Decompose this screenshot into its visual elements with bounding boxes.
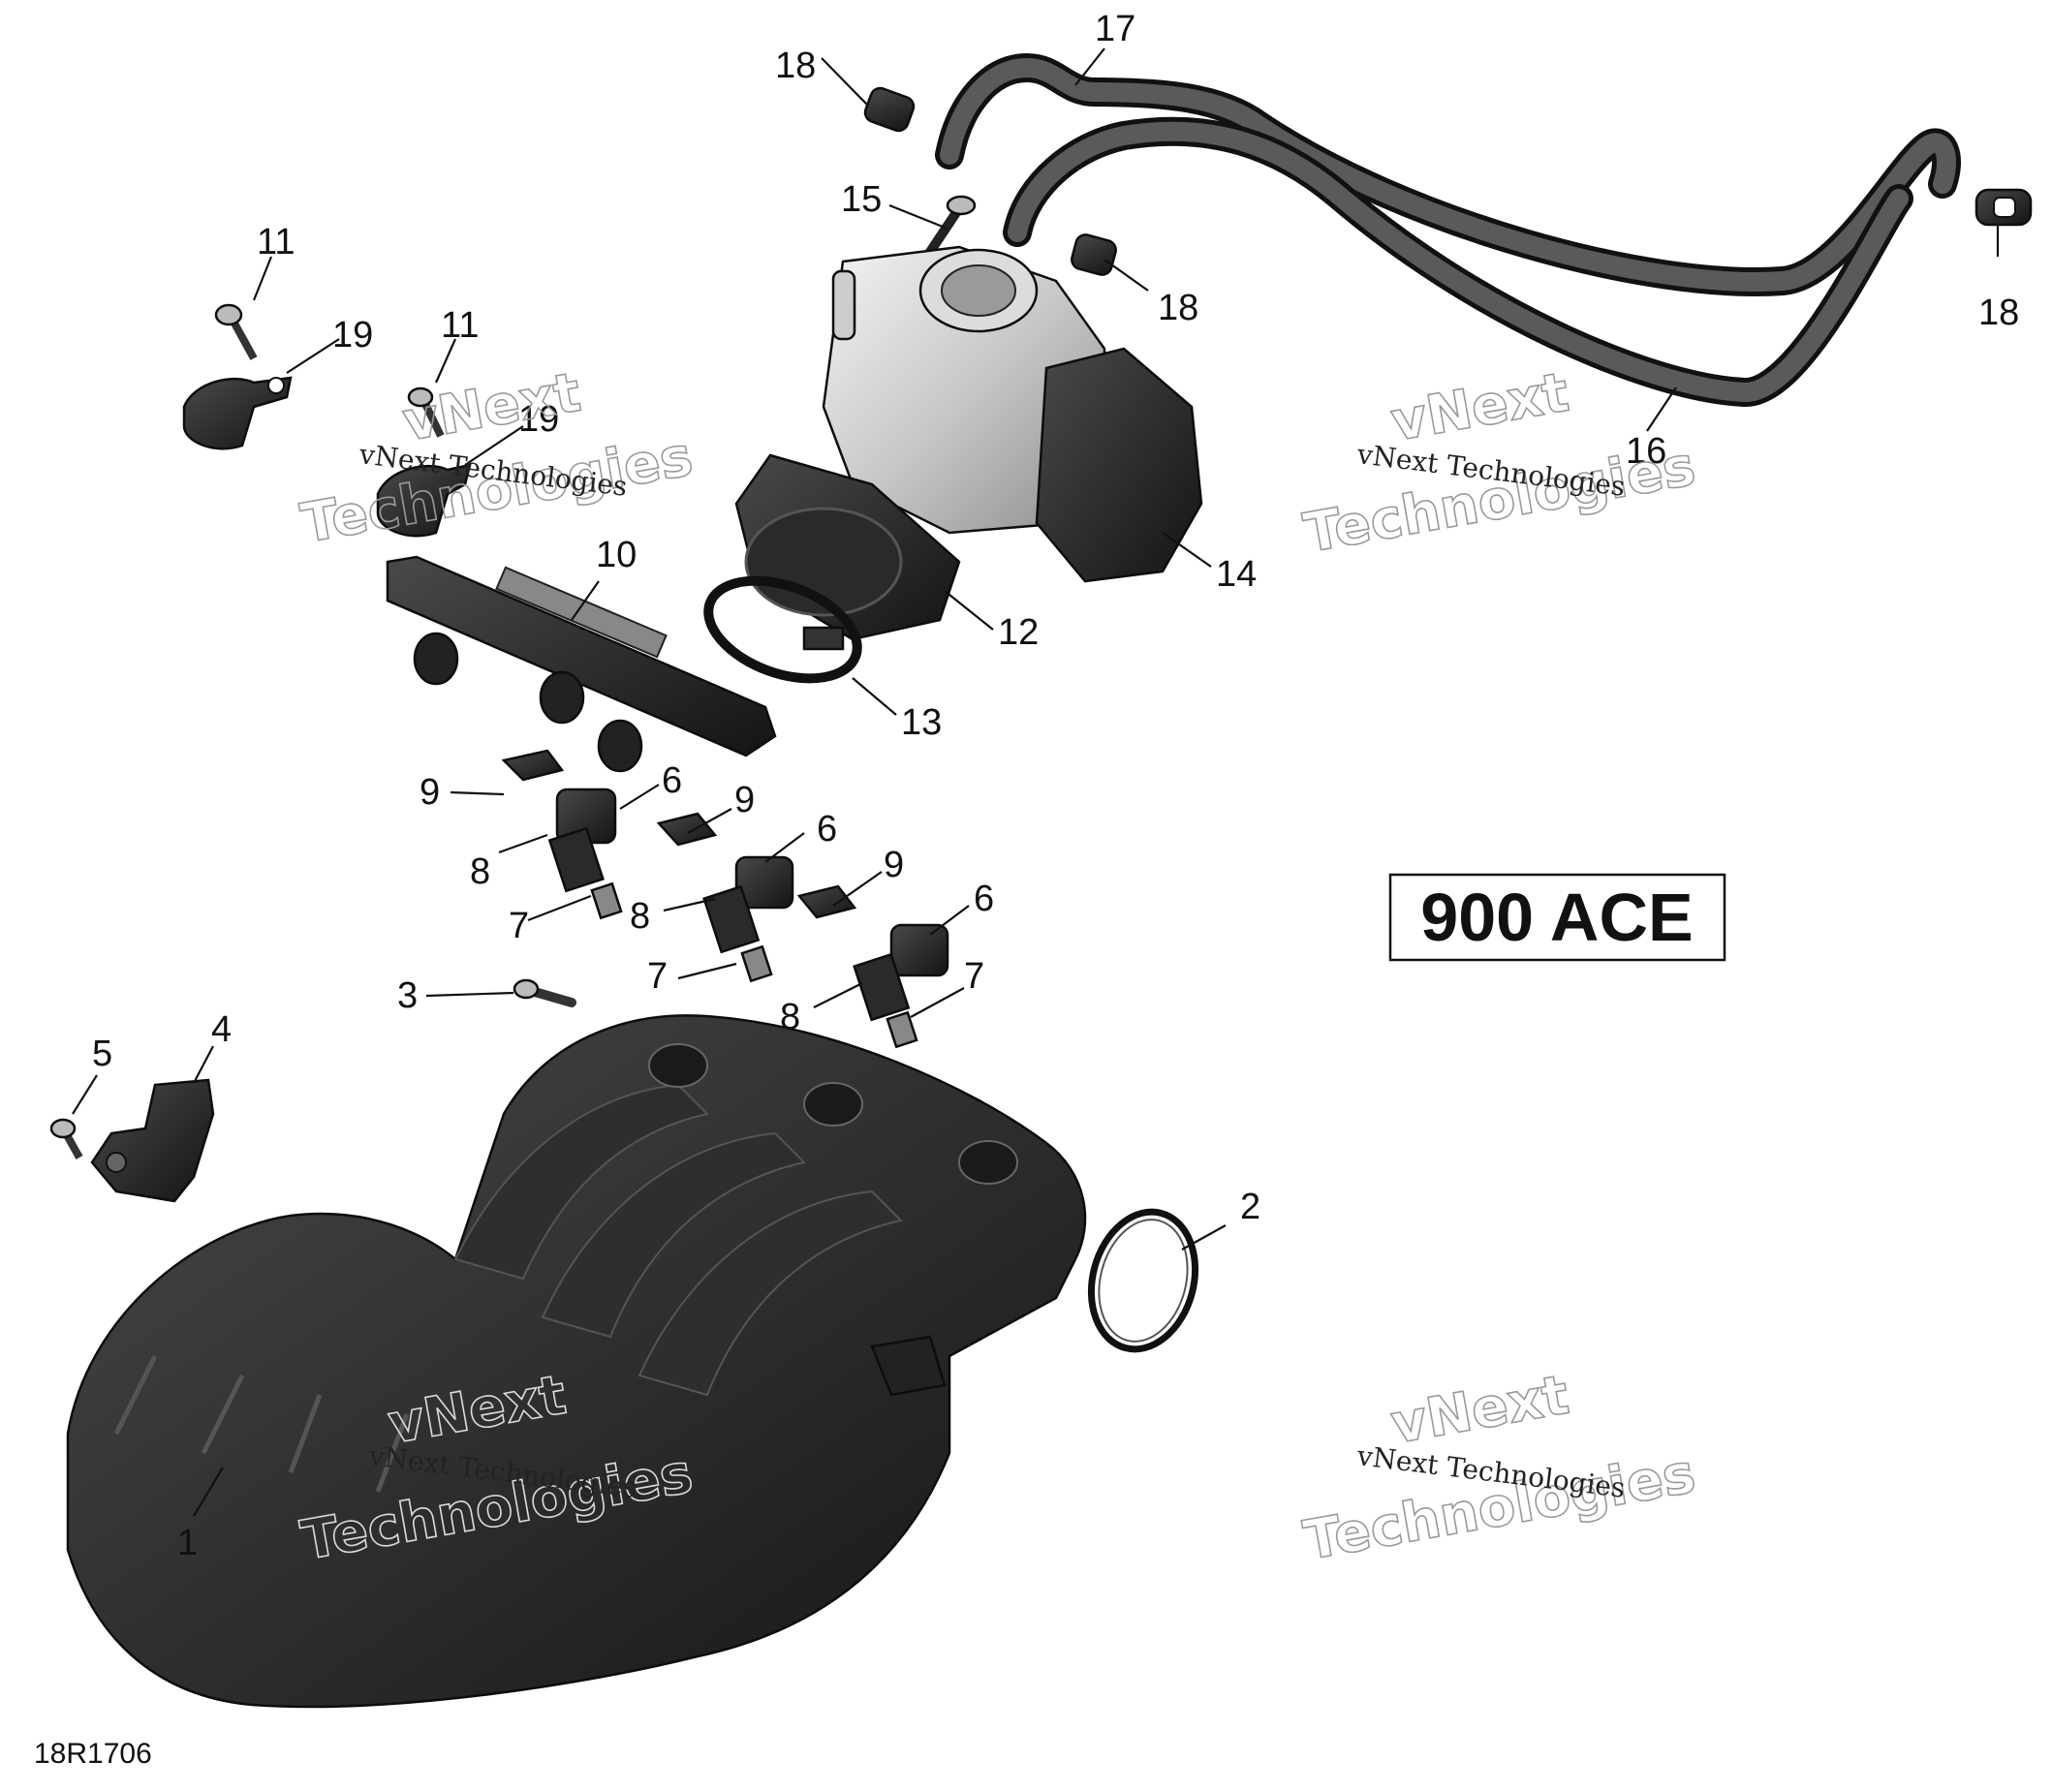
callout-18-a: 18 [775, 46, 816, 86]
injector-set-2 [656, 812, 794, 983]
watermark-top-left: vNext Technologies vNext Technologies [295, 360, 698, 557]
screw-11-left [214, 303, 258, 360]
callout-15: 15 [841, 179, 882, 220]
callout-3: 3 [397, 975, 418, 1016]
callout-11-b: 11 [441, 305, 479, 346]
callout-14: 14 [1216, 554, 1257, 595]
watermark-line1: vNext [1386, 1364, 1573, 1457]
watermark-line1: vNext [1386, 361, 1573, 454]
callout-labels: 1 2 3 4 5 6 6 6 7 7 7 8 8 8 9 9 9 10 11 … [92, 9, 2019, 1563]
watermark-top-right: vNext Technologies vNext Technologies [1298, 360, 1700, 567]
callout-1: 1 [177, 1523, 198, 1563]
callout-18-c: 18 [1978, 293, 2019, 333]
callout-11-a: 11 [257, 222, 295, 263]
callout-8-a: 8 [470, 851, 490, 892]
callout-9-c: 9 [884, 845, 904, 885]
callout-17: 17 [1095, 9, 1135, 49]
breather-hose-17 [935, 52, 1961, 296]
callout-7-a: 7 [509, 906, 529, 946]
clip-19-right [376, 463, 472, 538]
sensor-4 [90, 1078, 215, 1203]
callout-9-a: 9 [420, 772, 440, 813]
callout-8-c: 8 [780, 997, 800, 1037]
callout-12: 12 [998, 612, 1039, 653]
fuel-rail-10 [386, 555, 777, 773]
callout-6-a: 6 [662, 760, 682, 801]
callout-13: 13 [901, 702, 942, 743]
watermark-bottom-right: vNext Technologies vNext Technologies [1298, 1363, 1700, 1574]
hose-clamp-18-top [863, 86, 916, 133]
callout-9-b: 9 [734, 780, 755, 820]
hose-clamp-18-right [1974, 188, 2033, 227]
injector-set-1 [501, 749, 623, 920]
clamp-ring-13 [703, 575, 862, 684]
throttle-body-14 [822, 245, 1203, 583]
model-badge: 900 ACE [1388, 873, 1726, 962]
clip-19-left [182, 376, 293, 450]
model-badge-label: 900 ACE [1420, 880, 1693, 955]
drawing-id: 18R1706 [34, 1738, 152, 1770]
breather-hose-16 [1003, 116, 1913, 407]
intake-manifold-1 [66, 1014, 1087, 1709]
callout-4: 4 [211, 1009, 232, 1050]
callout-7-c: 7 [964, 956, 984, 997]
injector-set-3 [796, 884, 949, 1049]
callout-18-b: 18 [1158, 288, 1198, 328]
hose-clamp-18-mid [1071, 233, 1117, 276]
gasket-ring-2 [1087, 1208, 1199, 1353]
callout-19-b: 19 [518, 399, 559, 440]
watermark-line1: vNext [398, 361, 585, 454]
callout-16: 16 [1626, 431, 1666, 472]
screw-11-right [407, 386, 445, 438]
screw-3 [513, 978, 576, 1007]
callout-6-c: 6 [974, 879, 994, 919]
callout-7-b: 7 [647, 956, 668, 997]
callout-2: 2 [1240, 1187, 1260, 1227]
screw-5 [49, 1118, 83, 1159]
callout-19-a: 19 [332, 315, 373, 355]
callout-8-b: 8 [630, 896, 650, 937]
callout-5: 5 [92, 1034, 112, 1074]
callout-6-b: 6 [817, 809, 837, 850]
leader-lines [72, 47, 2000, 1517]
callout-10: 10 [596, 535, 637, 575]
